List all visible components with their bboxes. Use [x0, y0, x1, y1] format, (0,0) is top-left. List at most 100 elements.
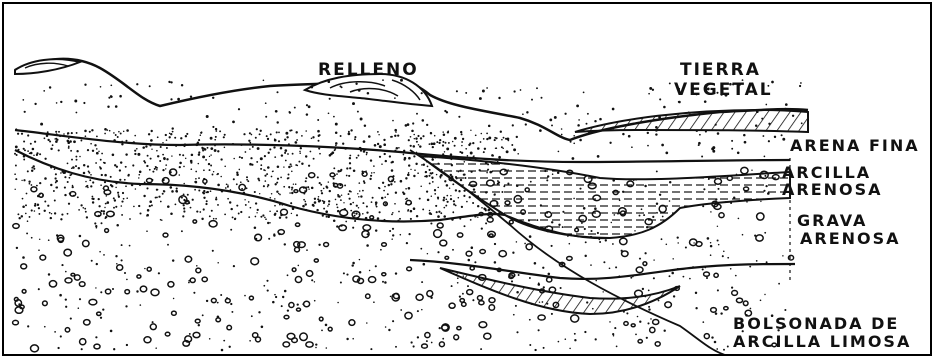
stipple-dot — [503, 137, 505, 139]
stipple-dot — [217, 184, 220, 187]
stipple-dot — [299, 151, 301, 153]
stipple-dot — [49, 86, 51, 88]
stipple-dot — [269, 211, 271, 213]
stipple-dot — [110, 176, 112, 178]
stipple-dot — [366, 244, 369, 247]
stipple-dot — [389, 230, 391, 232]
stipple-dot — [126, 279, 128, 281]
stipple-dot — [572, 157, 575, 160]
stipple-dot — [394, 97, 396, 99]
stipple-dot — [92, 196, 94, 198]
gravel-pebble — [31, 345, 39, 352]
gravel-pebble — [227, 325, 232, 329]
stipple-dot — [55, 131, 57, 133]
stipple-dot — [79, 235, 82, 238]
stipple-dot — [632, 276, 633, 277]
stipple-dot — [457, 282, 459, 284]
stipple-dot — [520, 89, 522, 91]
stipple-dot — [28, 180, 30, 182]
stipple-dot — [366, 211, 368, 213]
stipple-dot — [701, 156, 703, 158]
stipple-dot — [161, 219, 162, 220]
stipple-dot — [565, 338, 567, 340]
stipple-dot — [14, 153, 16, 155]
stipple-dot — [491, 154, 494, 157]
stipple-dot — [429, 182, 431, 184]
stipple-dot — [463, 195, 465, 197]
stipple-dot — [44, 210, 46, 212]
gravel-pebble — [631, 324, 635, 327]
stipple-dot — [226, 183, 228, 185]
stipple-dot — [495, 147, 497, 149]
stipple-dot — [163, 158, 166, 161]
gravel-pebble — [434, 230, 442, 238]
stipple-dot — [179, 166, 181, 168]
stipple-dot — [44, 326, 46, 328]
stipple-dot — [53, 190, 55, 192]
stipple-dot — [725, 201, 727, 203]
stipple-dot — [163, 190, 165, 192]
gravel-pebble — [366, 294, 370, 298]
stipple-dot — [376, 206, 378, 208]
label-grava-line1: GRAVA — [797, 213, 867, 229]
stipple-dot — [96, 136, 98, 138]
stipple-dot — [427, 199, 430, 202]
stipple-dot — [471, 246, 474, 249]
stipple-dot — [362, 213, 364, 215]
stipple-dot — [305, 177, 307, 179]
gravel-pebble — [95, 212, 101, 217]
stipple-dot — [47, 131, 49, 133]
stipple-dot — [362, 171, 364, 173]
stipple-dot — [458, 190, 460, 192]
stipple-dot — [662, 216, 664, 218]
stipple-dot — [107, 105, 109, 107]
stipple-dot — [486, 172, 488, 174]
stipple-dot — [546, 303, 548, 305]
stipple-dot — [211, 210, 213, 212]
stipple-dot — [574, 339, 576, 341]
gravel-pebble — [105, 229, 109, 233]
stipple-dot — [261, 326, 264, 329]
stipple-dot — [570, 141, 572, 143]
stipple-dot — [644, 296, 646, 298]
stipple-dot — [470, 130, 471, 131]
gravel-pebble — [144, 337, 151, 343]
stipple-dot — [106, 195, 108, 197]
stipple-dot — [659, 98, 661, 100]
stipple-dot — [416, 141, 418, 143]
stipple-dot — [586, 123, 588, 125]
stipple-dot — [707, 237, 710, 240]
stipple-dot — [493, 280, 495, 282]
stipple-dot — [358, 89, 361, 92]
stipple-dot — [223, 136, 225, 138]
stipple-dot — [458, 116, 460, 118]
stipple-dot — [67, 140, 70, 143]
stipple-dot — [481, 207, 483, 209]
stipple-dot — [198, 324, 200, 326]
stipple-dot — [612, 179, 615, 182]
stipple-dot — [603, 261, 605, 263]
stipple-dot — [217, 302, 219, 304]
stipple-dot — [494, 163, 496, 165]
stipple-dot — [314, 198, 316, 200]
label-arcilla-line2: ARENOSA — [782, 182, 883, 198]
stipple-dot — [446, 184, 449, 187]
stipple-dot — [23, 179, 25, 181]
stipple-dot — [438, 211, 440, 213]
stipple-dot — [759, 175, 761, 177]
stipple-dot — [314, 201, 317, 204]
stipple-dot — [531, 303, 533, 305]
stipple-dot — [768, 123, 770, 125]
gravel-pebble — [653, 319, 659, 324]
stipple-dot — [450, 198, 452, 200]
stipple-dot — [693, 242, 694, 243]
gravel-pebble — [296, 308, 300, 311]
stipple-dot — [64, 176, 66, 178]
gravel-pebble — [40, 255, 46, 260]
stipple-dot — [64, 171, 66, 173]
stipple-dot — [702, 268, 704, 270]
stipple-dot — [764, 232, 766, 234]
stipple-dot — [429, 143, 431, 145]
stipple-dot — [288, 143, 290, 145]
stipple-dot — [443, 207, 445, 209]
